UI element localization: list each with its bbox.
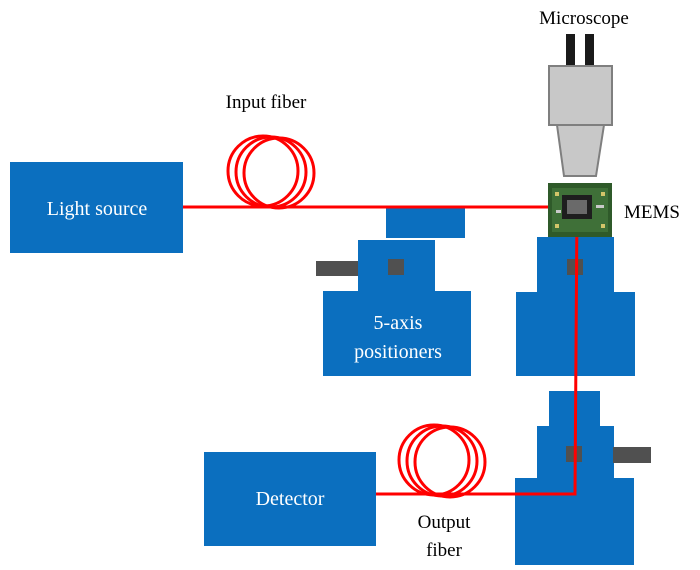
- microscope-label: Microscope: [539, 8, 629, 29]
- fiber-coil-icon: [228, 136, 314, 208]
- mems-chip-trace: [556, 210, 561, 213]
- microscope-left-prong: [566, 34, 575, 70]
- microscope-right-prong: [585, 34, 594, 70]
- output-coil-loop-1: [399, 425, 469, 495]
- input-coil-loop-1: [228, 136, 298, 206]
- output-fiber-label-line2: fiber: [426, 540, 463, 561]
- detector-label: Detector: [256, 488, 325, 510]
- left-positioner-top-stage: [386, 207, 465, 238]
- output-fiber-label-line1: Output: [418, 512, 472, 533]
- mems-chip-icon: [548, 183, 612, 237]
- input-coil-loop-3: [244, 138, 314, 208]
- fiber-coil-icon: [399, 425, 485, 497]
- input-fiber-label: Input fiber: [226, 92, 307, 113]
- mems-chip-pad: [601, 224, 605, 228]
- output-coil-loop-3: [415, 427, 485, 497]
- microscope-body: [549, 66, 612, 125]
- input-coil-loop-2: [236, 137, 306, 207]
- light-source-label: Light source: [47, 198, 148, 220]
- mems-chip-pad: [555, 224, 559, 228]
- mems-chip-pad: [555, 192, 559, 196]
- mems-chip-trace: [596, 205, 604, 208]
- positioners-label-line2: positioners: [354, 341, 442, 363]
- microscope-icon: [549, 34, 612, 176]
- positioners-label-line1: 5-axis: [374, 312, 423, 334]
- upper-positioner-screw: [567, 259, 583, 275]
- mems-chip-pad: [601, 192, 605, 196]
- left-positioner-knob: [316, 261, 360, 276]
- mems-label: MEMS: [624, 202, 680, 223]
- left-positioner-screw: [388, 259, 404, 275]
- microscope-objective: [557, 125, 604, 176]
- lower-positioner-knob: [613, 447, 651, 463]
- mems-chip-core: [567, 200, 587, 214]
- output-coil-loop-2: [407, 426, 477, 496]
